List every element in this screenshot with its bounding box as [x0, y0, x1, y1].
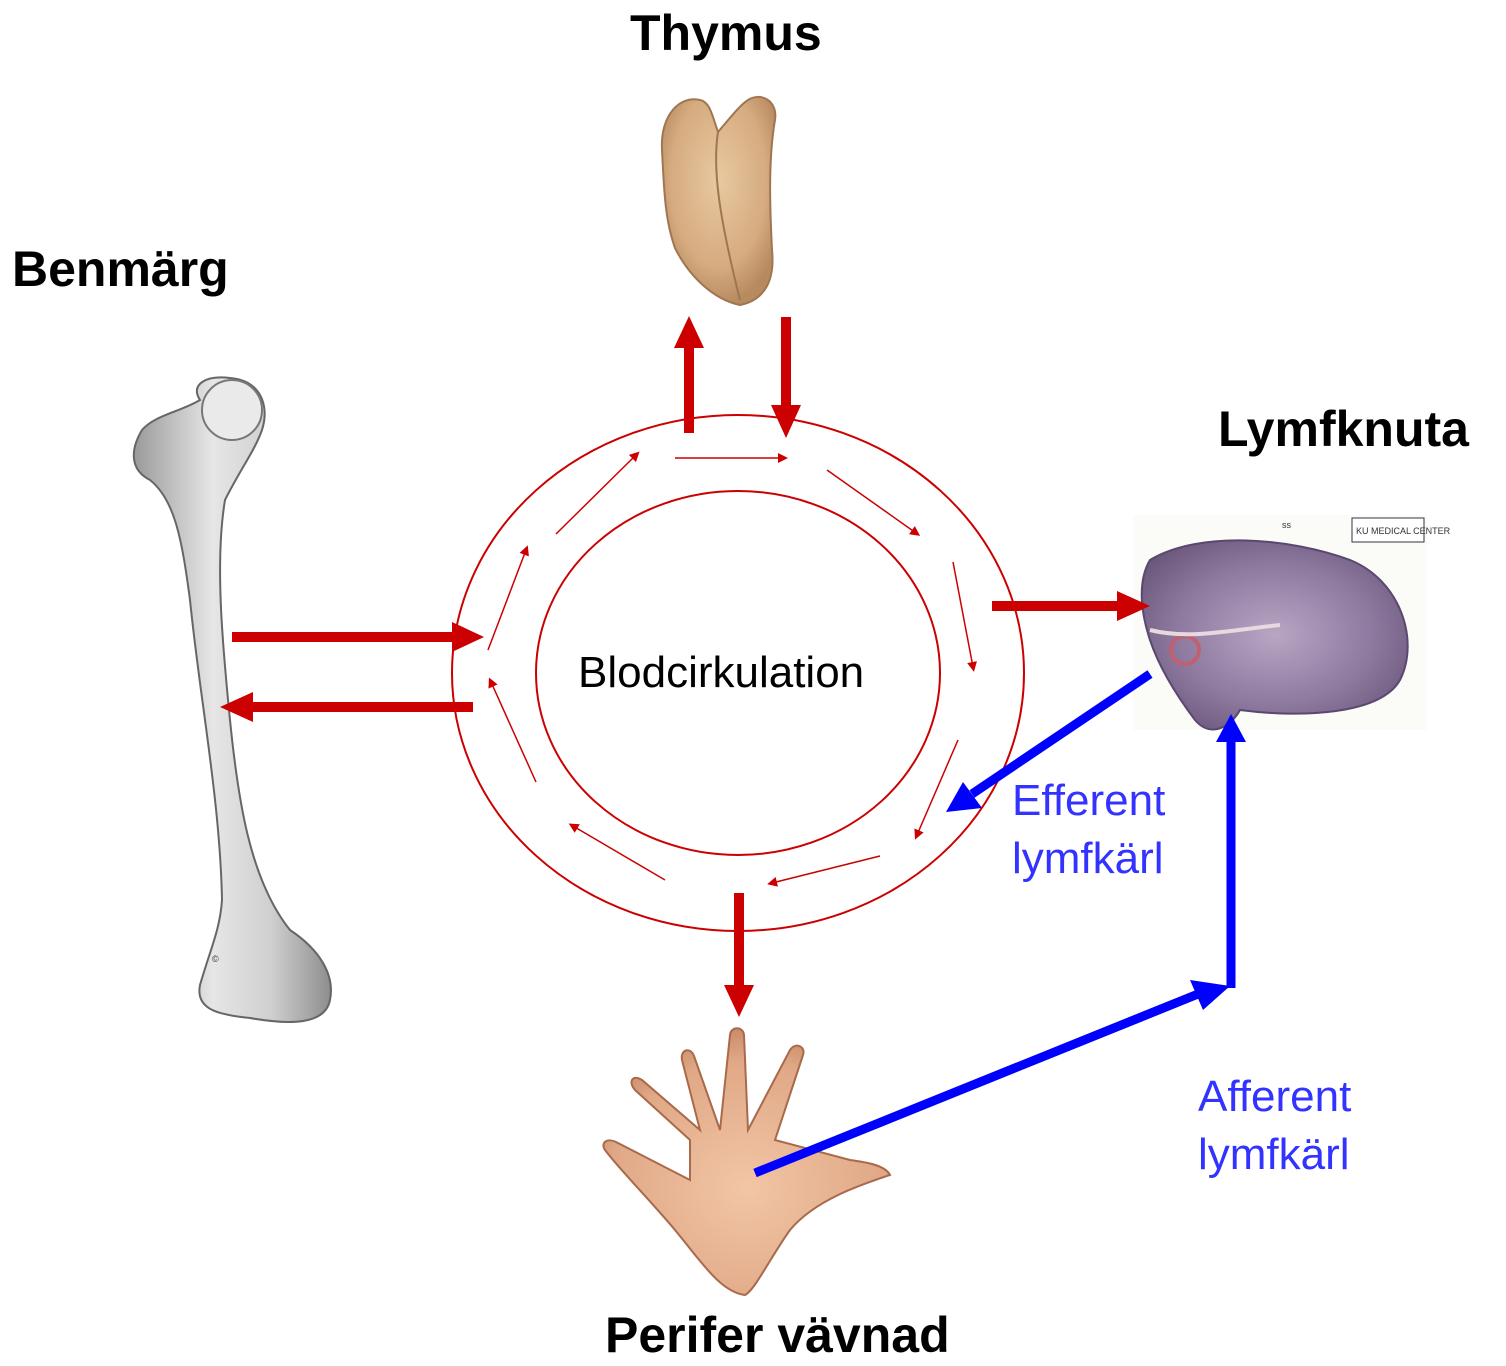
flow-arrow [772, 856, 880, 883]
bone-watermark: © [212, 954, 219, 964]
flow-arrow [488, 550, 526, 650]
node-ss-label: ss [1282, 520, 1292, 530]
node-stamp-text: KU MEDICAL CENTER [1356, 526, 1451, 536]
blodcirkulation-label: Blodcirkulation [578, 648, 864, 698]
thymus-title: Thymus [630, 4, 822, 62]
femur-bone-icon: © [134, 377, 331, 1022]
flow-arrow [917, 740, 958, 835]
flow-arrow [953, 562, 973, 667]
efferent-label: Efferent lymfkärl [1012, 772, 1165, 888]
lymph-node-section-icon: KU MEDICAL CENTER ss [1133, 515, 1451, 730]
bonemarrow-out-arrow [220, 692, 473, 722]
thymus-organ-icon [662, 97, 775, 305]
hand-icon [603, 1028, 890, 1295]
benmarg-title: Benmärg [12, 240, 229, 298]
efferent-label-line2: lymfkärl [1012, 830, 1165, 888]
flow-arrow [827, 470, 916, 533]
afferent-label-line2: lymfkärl [1198, 1126, 1351, 1184]
afferent-label-line1: Afferent [1198, 1068, 1351, 1126]
perifer-title: Perifer vävnad [605, 1306, 950, 1364]
afferent-label: Afferent lymfkärl [1198, 1068, 1351, 1184]
flow-arrow [491, 682, 536, 782]
flow-arrow [573, 826, 665, 880]
bonemarrow-in-arrow [232, 622, 484, 652]
thymus-out-arrow [674, 316, 704, 433]
efferent-label-line1: Efferent [1012, 772, 1165, 830]
afferent-lymph-arrow [755, 714, 1246, 1173]
lymfknuta-title: Lymfknuta [1218, 400, 1469, 458]
to-periphery-arrow [724, 893, 754, 1017]
to-lymphnode-arrow [992, 591, 1150, 621]
